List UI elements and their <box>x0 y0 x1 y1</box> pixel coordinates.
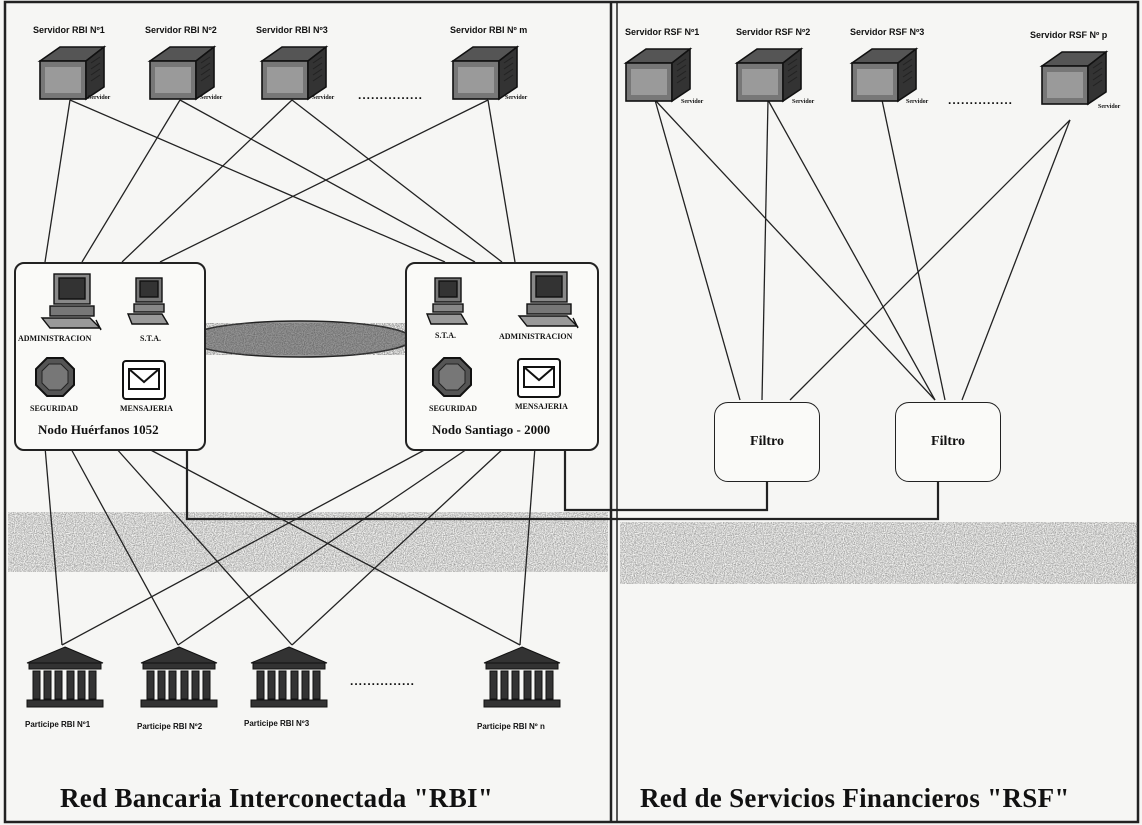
rbi-server-3-label: Servidor RBI Nº3 <box>256 25 328 35</box>
rbi-server-1-label: Servidor RBI Nº1 <box>33 25 105 35</box>
server-icon <box>622 45 694 112</box>
rbi-noise-band <box>8 512 608 572</box>
sta-label: S.T.A. <box>140 334 161 343</box>
participant-n-label: Participe RBI Nº n <box>477 722 545 731</box>
workstation-icon <box>517 270 579 335</box>
node-santiago-name: Nodo Santiago - 2000 <box>432 422 551 437</box>
terminal-icon <box>425 276 469 333</box>
rsf-server-3-label: Servidor RSF Nº3 <box>850 27 925 37</box>
server-icon <box>36 43 108 110</box>
security-icon <box>34 356 76 403</box>
rbi-server-2-label: Servidor RBI Nº2 <box>145 25 217 35</box>
bank-icon <box>25 645 105 714</box>
administracion-label: ADMINISTRACION <box>499 332 573 341</box>
rbi-server-m-label: Servidor RBI Nº m <box>450 25 528 35</box>
server-icon <box>258 43 330 110</box>
server-icon <box>1038 48 1110 115</box>
server-sub-label: Servidor <box>200 95 223 101</box>
filter-1: Filtro <box>714 402 820 482</box>
seguridad-label: SEGURIDAD <box>30 404 79 413</box>
server-sub-label: Servidor <box>1098 104 1121 110</box>
workstation-icon <box>40 272 102 337</box>
mensajeria-label: MENSAJERIA <box>515 402 568 411</box>
mail-icon <box>122 360 166 405</box>
rsf-server-1-label: Servidor RSF Nº1 <box>625 27 700 37</box>
server-sub-label: Servidor <box>88 95 111 101</box>
bank-icon <box>139 645 219 714</box>
terminal-icon <box>126 276 170 333</box>
security-icon <box>431 356 473 403</box>
server-sub-label: Servidor <box>681 99 704 105</box>
server-icon <box>146 43 218 110</box>
rbi-panel-title: Red Bancaria Interconectada "RBI" <box>60 783 494 813</box>
server-sub-label: Servidor <box>312 95 335 101</box>
server-icon <box>733 45 805 112</box>
mensajeria-label: MENSAJERIA <box>120 404 173 413</box>
seguridad-label: SEGURIDAD <box>429 404 478 413</box>
server-icon <box>449 43 521 110</box>
server-sub-label: Servidor <box>906 99 929 105</box>
sta-label: S.T.A. <box>435 331 456 340</box>
rsf-server-2-label: Servidor RSF Nº2 <box>736 27 811 37</box>
bank-icon <box>249 645 329 714</box>
administracion-label: ADMINISTRACION <box>18 334 92 343</box>
outer-frame <box>3 0 1140 824</box>
node-santiago: S.T.A. ADMINISTRACION SEGURIDAD MENSAJER… <box>405 262 599 451</box>
filter-2: Filtro <box>895 402 1001 482</box>
node-huerfanos: ADMINISTRACION S.T.A. SEGURIDAD MENSAJER… <box>14 262 206 451</box>
rbi-server-ellipsis: ............... <box>358 88 424 102</box>
rsf-server-ellipsis: ............... <box>948 93 1014 107</box>
participant-3-label: Participe RBI Nº3 <box>244 719 310 728</box>
server-sub-label: Servidor <box>505 95 528 101</box>
rsf-noise-band <box>620 522 1138 584</box>
rsf-panel-title: Red de Servicios Financieros "RSF" <box>640 783 1070 813</box>
server-sub-label: Servidor <box>792 99 815 105</box>
rbi-participant-ellipsis: ............... <box>350 674 416 688</box>
rsf-server-p-label: Servidor RSF Nº p <box>1030 30 1108 40</box>
participant-1-label: Participe RBI Nº1 <box>25 720 91 729</box>
mail-icon <box>517 358 561 403</box>
server-icon <box>848 45 920 112</box>
node-huerfanos-name: Nodo Huérfanos 1052 <box>38 422 159 437</box>
participant-2-label: Participe RBI Nº2 <box>137 722 203 731</box>
bank-icon <box>482 645 562 714</box>
